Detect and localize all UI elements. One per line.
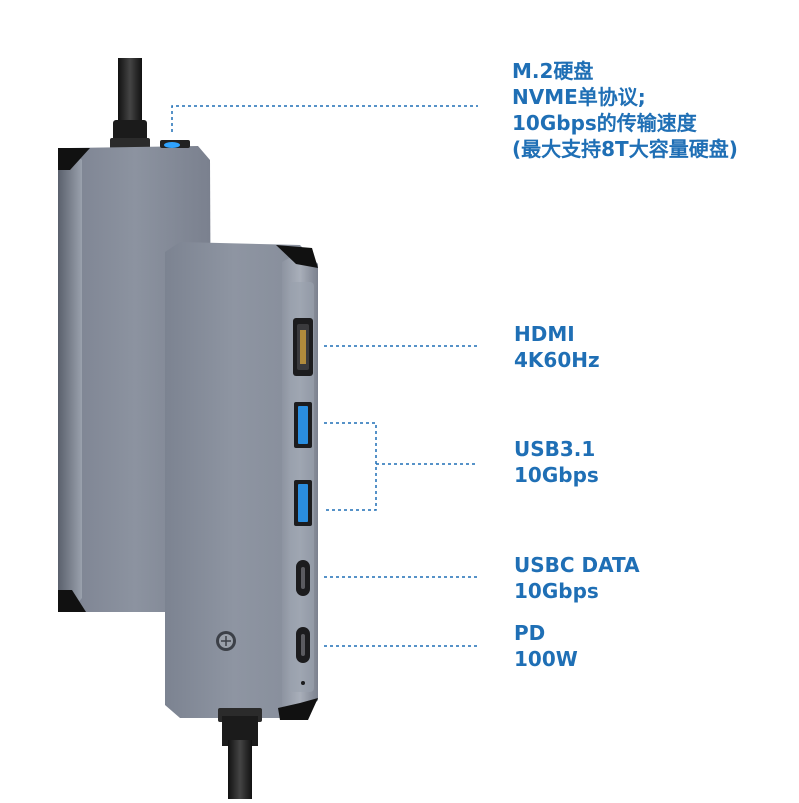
usbc-data-port xyxy=(296,560,310,596)
hub-body xyxy=(165,242,318,720)
ssd-line-1: M.2硬盘 xyxy=(512,59,594,83)
ssd-line-4: (最大支持8T大容量硬盘) xyxy=(512,137,738,161)
ssd-callout: M.2硬盘 NVME单协议; 10Gbps的传输速度 (最大支持8T大容量硬盘) xyxy=(512,58,738,162)
usbc-line-2: 10Gbps xyxy=(514,579,599,603)
usb3-line-2: 10Gbps xyxy=(514,463,599,487)
hdmi-callout: HDMI 4K60Hz xyxy=(514,321,600,373)
ssd-led-icon xyxy=(164,142,180,148)
ssd-line-2: NVME单协议; xyxy=(512,85,646,109)
bottom-cable xyxy=(218,708,262,799)
usbc-line-1: USBC DATA xyxy=(514,553,640,577)
pd-line-1: PD xyxy=(514,621,546,645)
usb3-callout: USB3.1 10Gbps xyxy=(514,436,599,488)
usb3-port-1 xyxy=(294,402,312,448)
hdmi-port xyxy=(293,318,313,376)
leader-lines xyxy=(171,105,478,647)
status-led-icon xyxy=(301,681,305,685)
hdmi-line-1: HDMI xyxy=(514,322,575,346)
usb3-port-2 xyxy=(294,480,312,526)
hdmi-line-2: 4K60Hz xyxy=(514,348,600,372)
ssd-line-3: 10Gbps的传输速度 xyxy=(512,111,697,135)
pd-callout: PD 100W xyxy=(514,620,578,672)
usb3-line-1: USB3.1 xyxy=(514,437,596,461)
top-cable xyxy=(110,58,150,152)
screw-icon xyxy=(216,631,236,651)
leader-ssd xyxy=(171,105,478,132)
usbc-callout: USBC DATA 10Gbps xyxy=(514,552,640,604)
leader-usb3-bracket xyxy=(324,422,377,511)
pd-line-2: 100W xyxy=(514,647,578,671)
usbc-pd-port xyxy=(296,627,310,663)
